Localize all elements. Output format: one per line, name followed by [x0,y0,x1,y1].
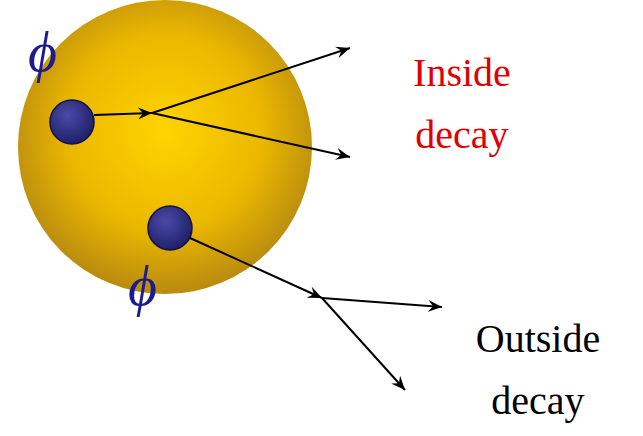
particle [50,100,94,144]
nucleus-sphere [18,0,312,294]
decay-arrows [94,48,442,390]
particle [148,206,192,250]
decay-label: Inside decay [372,42,552,166]
particle-symbol: ϕ [28,22,68,82]
particle-symbol: ϕ [128,256,168,316]
decay-label: Outside decay [438,308,638,432]
